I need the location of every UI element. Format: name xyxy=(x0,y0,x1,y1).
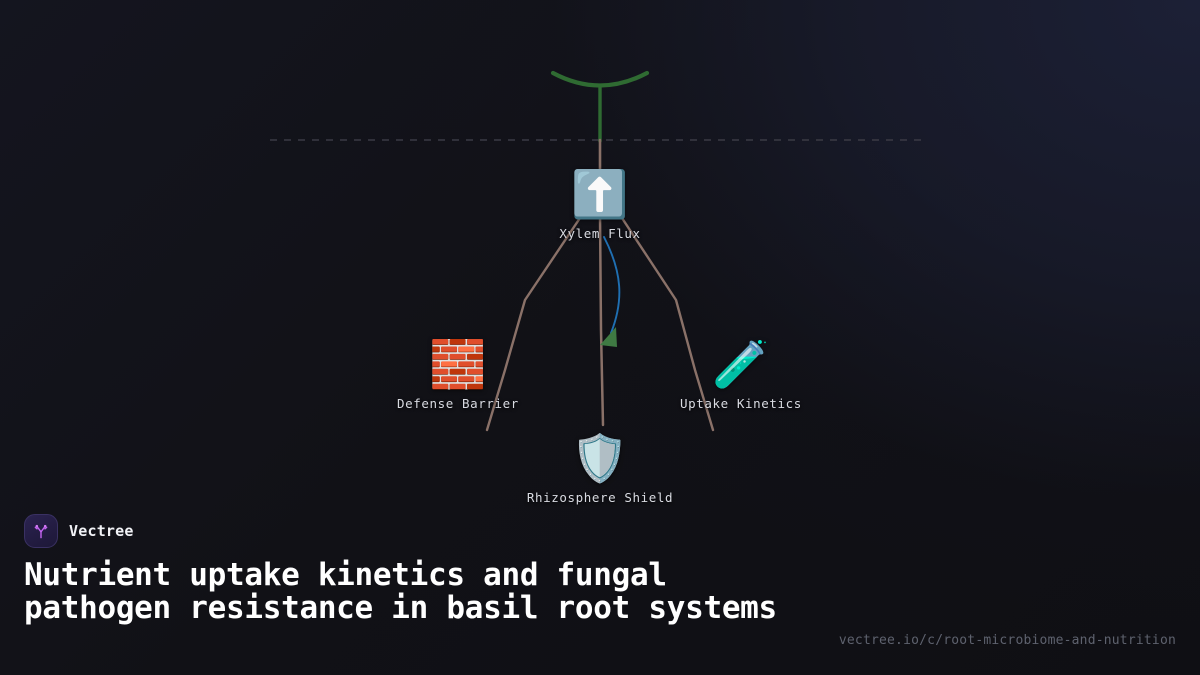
shield-icon: 🛡️ xyxy=(571,431,629,485)
page-title: Nutrient uptake kinetics and fungal path… xyxy=(24,557,777,626)
brand: Vectree xyxy=(24,513,1176,549)
brand-name: Vectree xyxy=(69,522,134,540)
node-defense-barrier[interactable]: 🧱 Defense Barrier xyxy=(328,338,588,411)
root-edge-uptake-kinetics xyxy=(618,213,715,432)
canopy-arc xyxy=(550,70,650,88)
flux-flow-edge xyxy=(603,236,621,334)
node-label-uptake-kinetics: Uptake Kinetics xyxy=(680,396,802,411)
node-rhizosphere-shield[interactable]: 🛡️ Rhizosphere Shield xyxy=(470,432,730,505)
root-edge-defense-barrier xyxy=(485,213,584,432)
vectree-tree-icon xyxy=(24,514,58,548)
up-arrow-icon: ⬆️ xyxy=(571,167,629,221)
share-url: vectree.io/c/root-microbiome-and-nutriti… xyxy=(838,633,1176,648)
flux-flow-arrowhead xyxy=(600,327,617,347)
node-label-rhizosphere-shield: Rhizosphere Shield xyxy=(526,490,674,505)
test-tube-icon: 🧪 xyxy=(712,337,770,391)
node-label-xylem-flux: Xylem Flux xyxy=(559,226,641,241)
brick-wall-icon: 🧱 xyxy=(429,337,487,391)
node-label-defense-barrier: Defense Barrier xyxy=(397,396,519,411)
card-footer: Vectree Nutrient uptake kinetics and fun… xyxy=(0,497,1200,675)
root-edge-rhizosphere-shield xyxy=(598,213,605,427)
node-xylem-flux[interactable]: ⬆️ Xylem Flux xyxy=(470,168,730,241)
node-uptake-kinetics[interactable]: 🧪 Uptake Kinetics xyxy=(611,338,871,411)
